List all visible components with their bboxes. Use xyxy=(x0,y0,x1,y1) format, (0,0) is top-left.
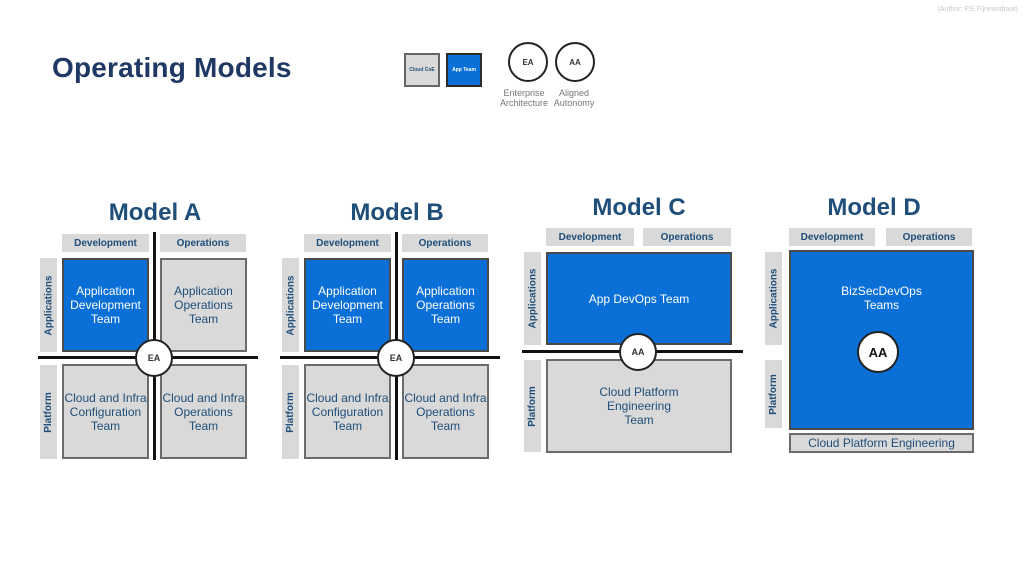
model-b-platform-header: Platform xyxy=(282,365,299,459)
model-d-operations-header: Operations xyxy=(886,228,972,246)
model-a-applications-header: Applications xyxy=(40,258,57,352)
model-c-app-devops-team: App DevOps Team xyxy=(546,252,732,345)
legend-aa-circle: AA xyxy=(555,42,595,82)
legend-ea-circle: EA xyxy=(508,42,548,82)
model-d-aa-circle: AA xyxy=(857,331,899,373)
model-d-development-header: Development xyxy=(789,228,875,246)
model-b-applications-header: Applications xyxy=(282,258,299,352)
model-b-ea-circle: EA xyxy=(377,339,415,377)
model-d-applications-header: Applications xyxy=(765,252,782,345)
model-c-platform-header: Platform xyxy=(524,360,541,452)
model-c-applications-header: Applications xyxy=(524,252,541,345)
model-d-platform-header: Platform xyxy=(765,360,782,428)
legend-app-team: App Team xyxy=(446,53,482,87)
author-credit: (Author: P.E.Fijneandraat) xyxy=(937,6,1018,13)
model-c-operations-header: Operations xyxy=(643,228,731,246)
model-d-title: Model D xyxy=(827,194,921,221)
model-a-platform-header: Platform xyxy=(40,365,57,459)
model-b-development-header: Development xyxy=(304,234,391,252)
model-c-title: Model C xyxy=(592,194,686,221)
model-c-development-header: Development xyxy=(546,228,634,246)
model-a-title: Model A xyxy=(108,199,202,226)
model-b-operations-header: Operations xyxy=(402,234,488,252)
legend-cloud-coe: Cloud CoE xyxy=(404,53,440,87)
page-title: Operating Models xyxy=(52,52,292,83)
model-a-ea-circle: EA xyxy=(135,339,173,377)
model-d-cloud-platform-engineering: Cloud Platform Engineering xyxy=(789,433,974,453)
model-b-title: Model B xyxy=(350,199,444,226)
model-a-development-header: Development xyxy=(62,234,149,252)
model-c-aa-circle: AA xyxy=(619,333,657,371)
model-a-operations-header: Operations xyxy=(160,234,246,252)
